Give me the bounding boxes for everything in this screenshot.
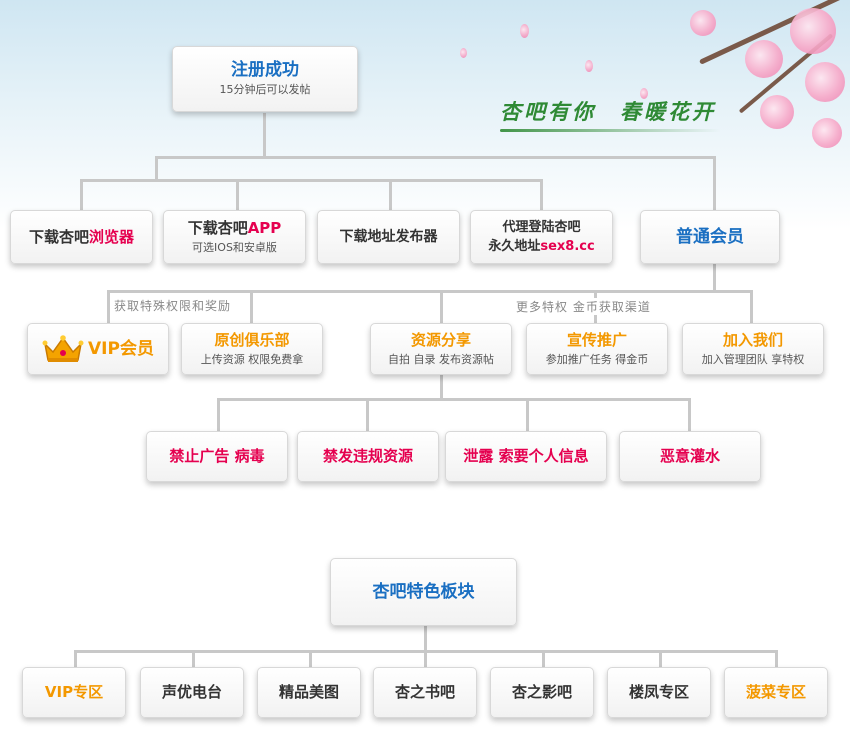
label-special-rights: 获取特殊权限和奖励 [110,297,236,314]
blossom-flower [805,62,845,102]
resource-share-button[interactable]: 资源分享 自拍 自录 发布资源帖 [370,323,512,375]
features-node[interactable]: 杏吧特色板块 [330,558,517,626]
download-app-button[interactable]: 下载杏吧APP 可选IOS和安卓版 [163,210,306,264]
blossom-flower [760,95,794,129]
proxy-login-button[interactable]: 代理登陆杏吧 永久地址sex8.cc [470,210,613,264]
slogan-right: 春暖花开 [620,99,716,124]
feature-label: 菠菜专区 [745,683,806,701]
resource-share-title: 资源分享 [410,331,471,349]
register-success-subtitle: 15分钟后可以发帖 [219,83,311,96]
feature-movie-bar[interactable]: 杏之影吧 [490,667,594,718]
blossom-flower [745,40,783,78]
feature-label: 杏之书吧 [394,683,455,701]
register-success-node[interactable]: 注册成功 15分钟后可以发帖 [172,46,358,112]
blossom-flower [690,10,716,36]
rule-no-ads-virus[interactable]: 禁止广告 病毒 [146,431,288,482]
blossom-petal [520,24,529,38]
promotion-subtitle: 参加推广任务 得金币 [545,353,649,366]
regular-member-title: 普通会员 [676,226,744,247]
feature-photo-gallery[interactable]: 精品美图 [257,667,361,718]
vip-member-title: VIP会员 [88,338,154,359]
features-title: 杏吧特色板块 [372,581,475,602]
rule-no-personal-info[interactable]: 泄露 索要个人信息 [445,431,607,482]
rule-no-spam[interactable]: 恶意灌水 [619,431,761,482]
register-success-title: 注册成功 [231,60,299,80]
promotion-title: 宣传推广 [566,331,627,349]
feature-label: 楼凤专区 [628,683,689,701]
feature-loufeng-zone[interactable]: 楼凤专区 [607,667,711,718]
feature-bocai-zone[interactable]: 菠菜专区 [724,667,828,718]
feature-label: 声优电台 [161,683,222,701]
feature-vip-zone[interactable]: VIP专区 [22,667,126,718]
feature-label: VIP专区 [44,683,104,701]
blossom-flower [790,8,836,54]
slogan-left: 杏吧有你 [500,99,596,124]
download-browser-button[interactable]: 下载杏吧浏览器 [10,210,153,264]
proxy-login-line2-prefix: 永久地址 [488,239,541,254]
rule-title: 恶意灌水 [659,447,720,465]
download-publisher-button[interactable]: 下载地址发布器 [317,210,460,264]
download-app-prefix: 下载杏吧 [187,219,248,237]
rule-title: 泄露 索要个人信息 [463,447,589,465]
original-club-button[interactable]: 原创俱乐部 上传资源 权限免费拿 [181,323,323,375]
regular-member-node[interactable]: 普通会员 [640,210,780,264]
original-club-subtitle: 上传资源 权限免费拿 [200,353,304,366]
rule-title: 禁止广告 病毒 [169,447,265,465]
feature-label: 杏之影吧 [511,683,572,701]
blossom-petal [585,60,593,72]
join-us-title: 加入我们 [722,331,783,349]
original-club-title: 原创俱乐部 [214,331,290,349]
slogan: 杏吧有你春暖花开 [500,96,730,136]
slogan-swoosh [500,129,720,132]
join-us-button[interactable]: 加入我们 加入管理团队 享特权 [682,323,824,375]
resource-share-subtitle: 自拍 自录 发布资源帖 [388,353,494,366]
download-app-highlight: APP [247,219,282,237]
rule-no-illegal-resources[interactable]: 禁发违规资源 [297,431,439,482]
feature-book-bar[interactable]: 杏之书吧 [373,667,477,718]
download-browser-highlight: 浏览器 [89,227,135,246]
feature-voice-radio[interactable]: 声优电台 [140,667,244,718]
rule-title: 禁发违规资源 [322,447,413,465]
promotion-button[interactable]: 宣传推广 参加推广任务 得金币 [526,323,668,375]
download-browser-prefix: 下载杏吧 [28,227,89,246]
label-more-rights: 更多特权 金币获取渠道 [512,298,655,315]
blossom-flower [812,118,842,148]
sky-background [0,0,850,230]
join-us-subtitle: 加入管理团队 享特权 [701,353,805,366]
proxy-login-domain: sex8.cc [540,239,595,254]
download-app-subtitle: 可选IOS和安卓版 [192,241,277,254]
crown-icon [42,335,84,362]
feature-label: 精品美图 [278,683,339,701]
blossom-petal [460,48,467,58]
download-publisher-title: 下载地址发布器 [339,228,438,245]
blossom-petal [640,88,648,99]
vip-member-button[interactable]: VIP会员 [27,323,169,375]
proxy-login-line1: 代理登陆杏吧 [502,220,581,235]
